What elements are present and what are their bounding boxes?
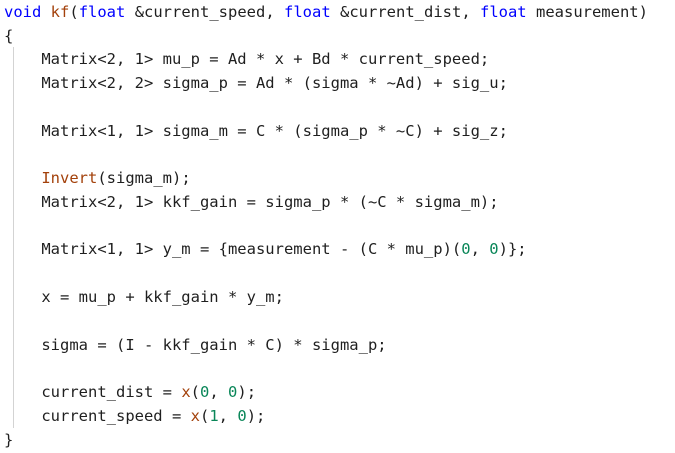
code-line-mu-p[interactable]: Matrix<2, 1> mu_p = Ad * x + Bd * curren… xyxy=(4,50,490,68)
code-line-open-brace[interactable]: { xyxy=(4,27,14,45)
code-line-invert[interactable]: Invert(sigma_m); xyxy=(41,169,191,187)
function-invert: Invert xyxy=(41,169,98,187)
code-line-sigma-update[interactable]: sigma = (I - kkf_gain * C) * sigma_p; xyxy=(4,336,387,354)
number-literal: 0 xyxy=(228,383,238,401)
keyword-float: float xyxy=(284,3,331,21)
code-line-x-update[interactable]: x = mu_p + kkf_gain * y_m; xyxy=(4,288,284,306)
number-literal: 1 xyxy=(209,407,219,425)
code-line-kkf-gain[interactable]: Matrix<2, 1> kkf_gain = sigma_p * (~C * … xyxy=(4,193,499,211)
number-literal: 0 xyxy=(200,383,210,401)
number-literal: 0 xyxy=(461,240,471,258)
number-literal: 0 xyxy=(237,407,247,425)
code-line-current-speed[interactable]: current_speed = x(1, 0); xyxy=(4,407,266,425)
code-line-function-signature[interactable]: void kf(float &current_speed, float &cur… xyxy=(4,3,648,21)
code-line-current-dist[interactable]: current_dist = x(0, 0); xyxy=(4,383,257,401)
indent-guide xyxy=(13,47,14,428)
function-x: x xyxy=(190,407,200,425)
keyword-float: float xyxy=(479,3,527,21)
code-line-y-m[interactable]: Matrix<1, 1> y_m = {measurement - (C * m… xyxy=(4,240,527,258)
keyword-float: float xyxy=(78,3,126,21)
number-literal: 0 xyxy=(489,240,499,258)
code-line-sigma-m[interactable]: Matrix<1, 1> sigma_m = C * (sigma_p * ~C… xyxy=(4,122,508,140)
code-line-sigma-p[interactable]: Matrix<2, 2> sigma_p = Ad * (sigma * ~Ad… xyxy=(4,74,508,92)
code-line-close-brace[interactable]: } xyxy=(4,431,14,449)
keyword-void: void xyxy=(4,3,42,21)
function-x: x xyxy=(181,383,191,401)
function-name: kf xyxy=(50,3,70,21)
